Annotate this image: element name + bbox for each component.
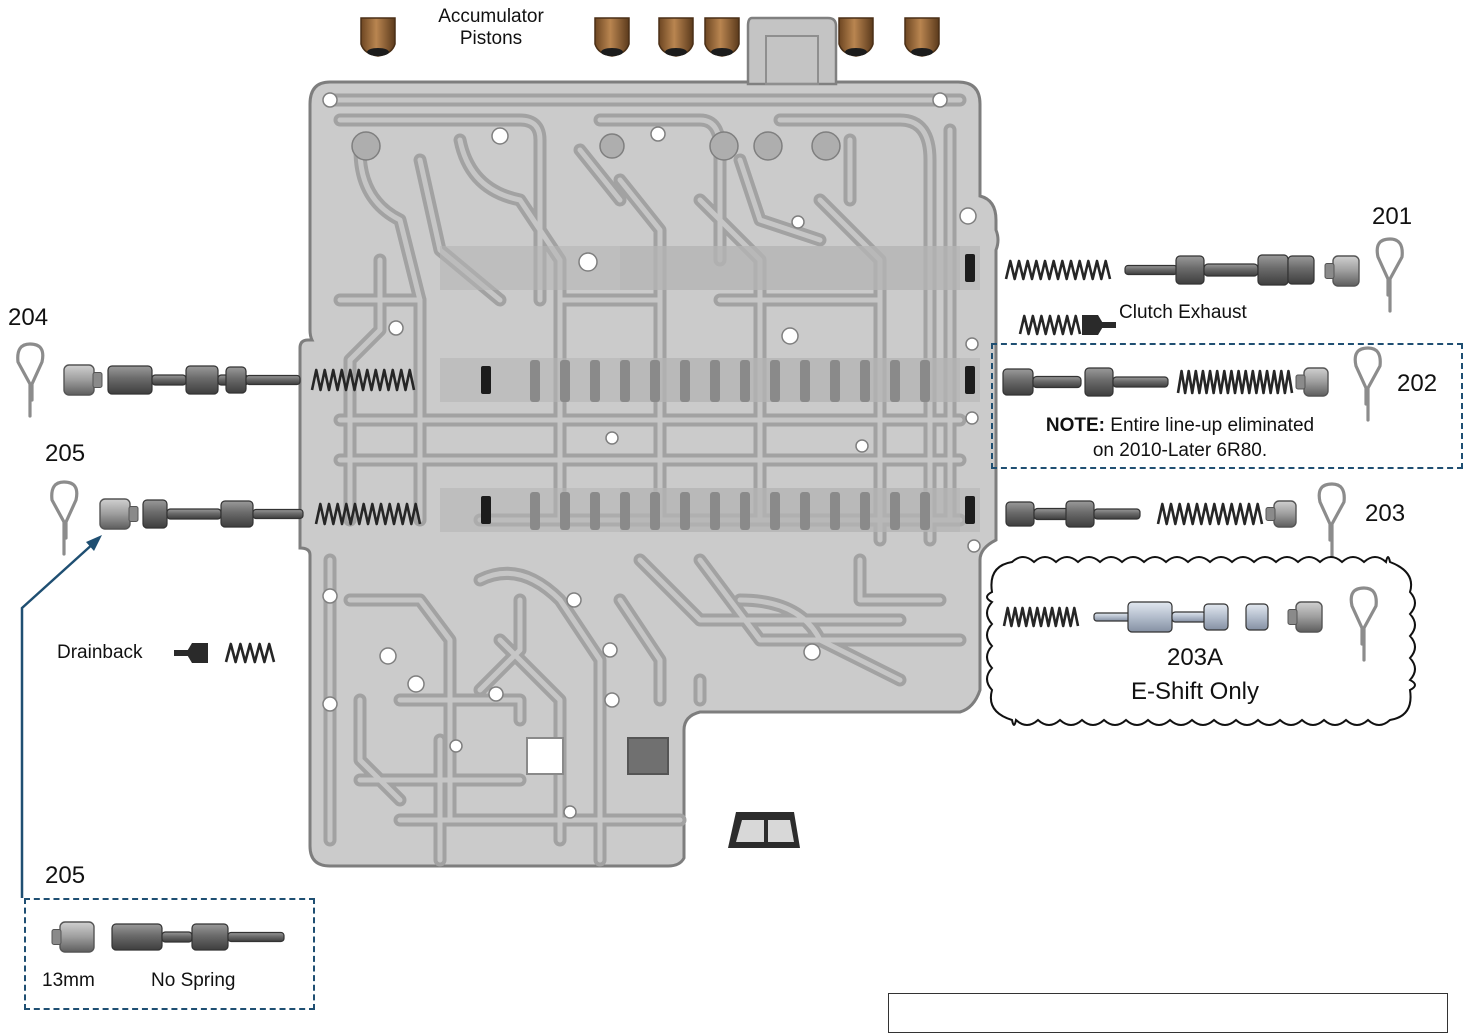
valve-body-diagram: Accumulator Pistons 201 202 203 204 205 … [8,6,1463,1033]
valve-body-tab [746,16,838,86]
label-202: 202 [1397,370,1438,397]
accumulator-pistons [360,17,940,57]
retainer-clip-icon-203 [1317,482,1346,558]
spring-icon-204 [310,368,416,392]
valve-plug-icon-204 [63,364,103,396]
accumulator-piston-icon [838,17,874,57]
spring-icon-203 [1156,502,1264,526]
legend-box [888,993,1448,1033]
e-shift-bubble [986,556,1416,726]
valve-spool-icon-205-no-spring [111,923,285,951]
check-ball-icon-drainback [174,643,208,663]
valve-spool-icon-202 [1002,367,1169,397]
valve-plug-icon-203 [1265,500,1297,528]
diagram-art [16,16,1416,953]
retainer-clip-icon-201 [1375,237,1404,313]
accumulator-label: Accumulator Pistons [438,6,544,49]
spring-icon-205 [314,502,422,526]
note-text: NOTE: Entire line-up eliminated on 2010-… [1045,415,1315,461]
drainback-label: Drainback [57,642,143,663]
spring-icon-203a [1002,606,1080,628]
valve-spool-icon-205 [142,499,304,529]
retainer-clip-icon-205 [50,480,79,556]
accumulator-piston-icon [658,17,694,57]
valve-body-block [627,737,669,775]
spring-icon-clutch-exhaust [1018,314,1082,336]
valve-plug-icon-203a [1287,601,1323,633]
accumulator-piston-icon [704,17,740,57]
valve-bore [620,358,960,402]
valve-plug-icon-205 [99,498,139,530]
valve-spool-icon-204 [107,365,301,395]
label-204: 204 [8,304,49,331]
valve-plug-icon-205-13mm [51,921,95,953]
check-ball-icon-clutch-exhaust [1082,315,1116,335]
eshift-label: E-Shift Only [1130,678,1260,705]
clutch-exhaust-label: Clutch Exhaust [1119,302,1247,323]
label-205-top: 205 [45,440,86,467]
spring-icon-202 [1176,369,1294,395]
valve-plug-icon-202 [1295,367,1329,397]
label-13mm: 13mm [42,970,95,991]
label-203a: 203A [1166,644,1224,671]
label-205-bottom: 205 [45,862,86,889]
note-callout-box [991,343,1463,469]
label-201: 201 [1372,203,1413,230]
retainer-clip-icon-202 [1353,346,1382,422]
valve-bore [620,246,960,290]
valve-plug-icon-201 [1324,255,1360,287]
leader-arrow [20,535,102,898]
accumulator-piston-icon [594,17,630,57]
spring-icon-drainback [224,642,276,664]
no-spring-label: No Spring [151,970,236,991]
valve-body [298,16,1000,868]
valve-bore [620,488,960,532]
valve-spool-icon-203a [1093,601,1269,633]
accumulator-piston-icon [904,17,940,57]
label-203: 203 [1365,500,1406,527]
retainer-clip-icon-203a [1349,586,1378,662]
valve-spool-icon-201 [1124,254,1315,286]
valve-spool-icon-203 [1005,500,1141,528]
no-spring-callout-box [24,898,315,1010]
retainer-clip-icon-204 [16,342,45,418]
valve-body-window [526,737,564,775]
spring-icon-201 [1004,259,1112,281]
filter-screen-icon [728,812,800,848]
accumulator-piston-icon [360,17,396,57]
